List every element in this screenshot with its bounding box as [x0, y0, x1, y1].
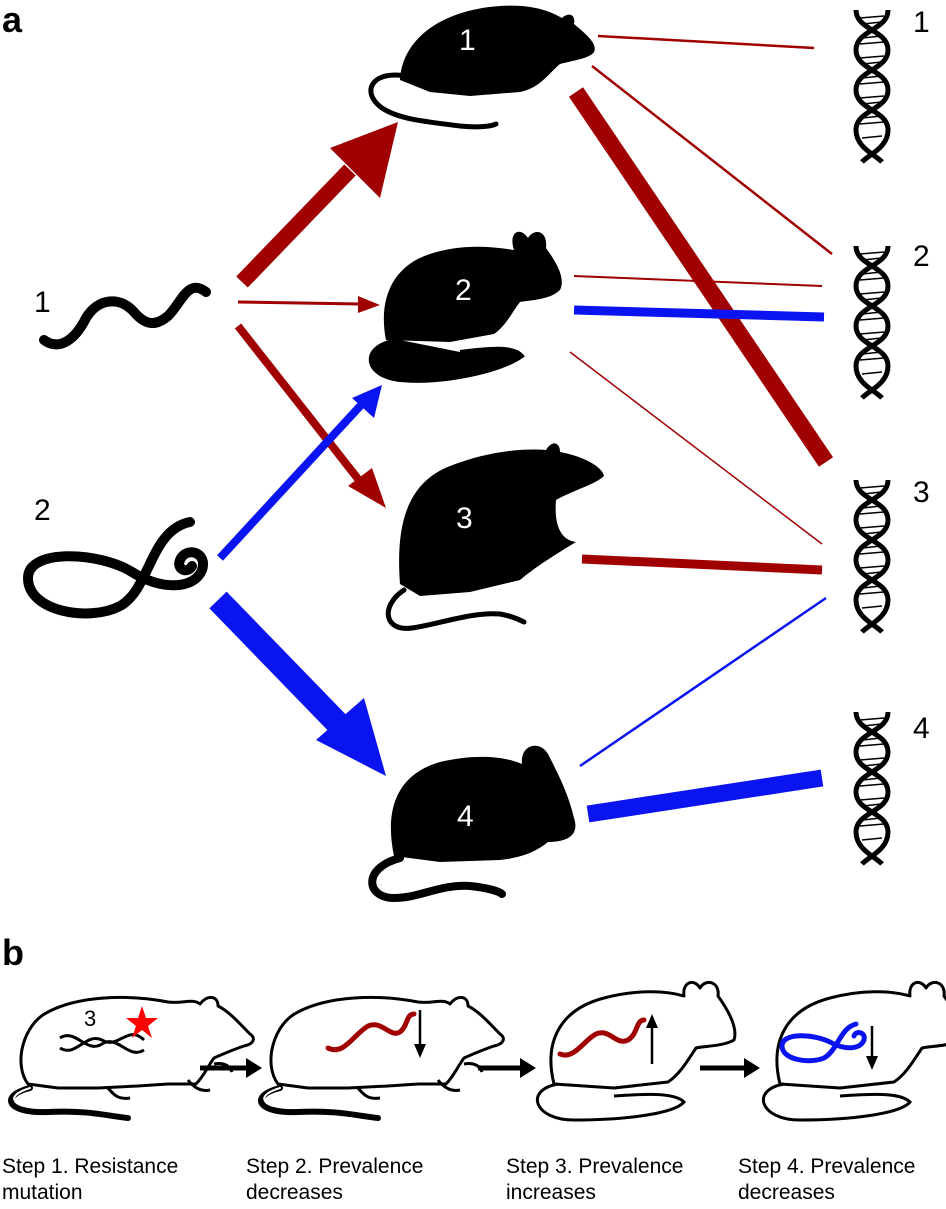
gene-2: 2	[856, 240, 930, 398]
worm-icon	[325, 1011, 417, 1053]
parasite-1-label: 1	[34, 286, 51, 319]
rodent-outline	[11, 997, 253, 1118]
host-2-label: 2	[455, 274, 472, 307]
parasite1-host-links	[234, 122, 398, 508]
rodent-outline	[261, 997, 503, 1118]
step-2-caption: Step 2. Prevalence decreases	[246, 1155, 424, 1204]
down-arrowhead	[414, 1044, 426, 1058]
host-gene-links	[568, 34, 834, 823]
dna-icon	[856, 10, 888, 162]
host-3: 3	[385, 443, 604, 631]
parasite2-host-links	[209, 385, 386, 776]
link-h2-g2-blue	[573, 305, 825, 322]
parasite-2: 2	[23, 494, 208, 619]
mutation-star-icon	[126, 1006, 158, 1038]
mouse-tail	[368, 854, 506, 903]
link-p2-h2	[217, 401, 365, 561]
host-3-label: 3	[456, 502, 473, 535]
step-3-caption: Step 3. Prevalence increases	[506, 1155, 684, 1204]
worm-icon	[557, 1017, 647, 1058]
rodent-tail	[762, 1082, 913, 1122]
gene-1: 1	[856, 6, 930, 162]
dna-icon	[856, 480, 888, 632]
panel-a-label: a	[2, 0, 23, 40]
step-1-rodent: 3	[11, 997, 253, 1118]
gene-3: 3	[856, 476, 930, 632]
step-3-rodent	[536, 980, 737, 1122]
rat-silhouette	[399, 443, 604, 596]
link-h4-g3	[579, 596, 827, 768]
rat-silhouette	[400, 5, 595, 96]
link-h1-g2	[591, 65, 833, 255]
gene-1-label: 1	[913, 6, 930, 39]
link-p2-h4	[209, 591, 357, 743]
dna-icon	[856, 712, 888, 864]
gene-3-label: 3	[913, 476, 930, 509]
rat-tail	[368, 338, 525, 383]
mouse-silhouette	[390, 745, 576, 862]
gene-label: 3	[84, 1006, 96, 1031]
link-h2-g2-red	[573, 275, 823, 287]
up-arrowhead	[646, 1014, 658, 1028]
step-4-caption: Step 4. Prevalence decreases	[738, 1155, 916, 1204]
host-2: 2	[368, 231, 562, 383]
arrowhead-p1-h2	[358, 296, 380, 313]
gene-4-label: 4	[913, 712, 930, 745]
link-h4-g4	[586, 769, 824, 823]
host-1-label: 1	[459, 24, 476, 57]
arrowhead-p1-h3	[348, 468, 386, 508]
arrowhead-p2-h2	[352, 385, 382, 418]
dna-strand	[59, 1034, 145, 1054]
link-p1-h2	[237, 300, 361, 306]
panel-b-label: b	[2, 932, 24, 973]
rat-tail	[385, 587, 527, 631]
parasite-1: 1	[34, 282, 211, 350]
dna-icon	[856, 246, 888, 398]
worm-icon	[39, 282, 211, 350]
arrowhead-step2-step3	[520, 1058, 536, 1078]
host-1: 1	[368, 5, 595, 130]
rat-silhouette	[383, 231, 562, 342]
link-p1-h3	[234, 323, 366, 487]
gene-2-label: 2	[913, 240, 930, 273]
arrowhead-p1-h1	[330, 122, 398, 198]
link-h1-g1	[597, 34, 815, 50]
arrowhead-step1-step2	[246, 1058, 262, 1078]
rat-tail	[368, 72, 499, 130]
parasite-2-label: 2	[34, 494, 51, 527]
step-4-rodent	[762, 980, 946, 1122]
host-4-label: 4	[457, 800, 474, 833]
rodent-outline	[549, 980, 737, 1090]
dna-strand	[59, 1033, 146, 1052]
coiled-worm-icon	[23, 517, 208, 619]
arrowhead-step3-step4	[744, 1058, 760, 1078]
down-arrowhead	[866, 1056, 878, 1070]
coiled-worm-icon	[779, 1021, 867, 1064]
link-h1-g3	[568, 87, 834, 467]
link-h3-g3	[581, 554, 823, 575]
link-h2-g3	[569, 351, 823, 545]
step-1-caption: Step 1. Resistance mutation	[2, 1155, 179, 1204]
step-2-rodent	[261, 997, 503, 1118]
gene-4: 4	[856, 712, 930, 864]
link-p1-h1	[236, 164, 356, 288]
arrowhead-p2-h4	[316, 698, 386, 776]
rodent-tail	[536, 1082, 687, 1122]
host-4: 4	[368, 745, 576, 903]
